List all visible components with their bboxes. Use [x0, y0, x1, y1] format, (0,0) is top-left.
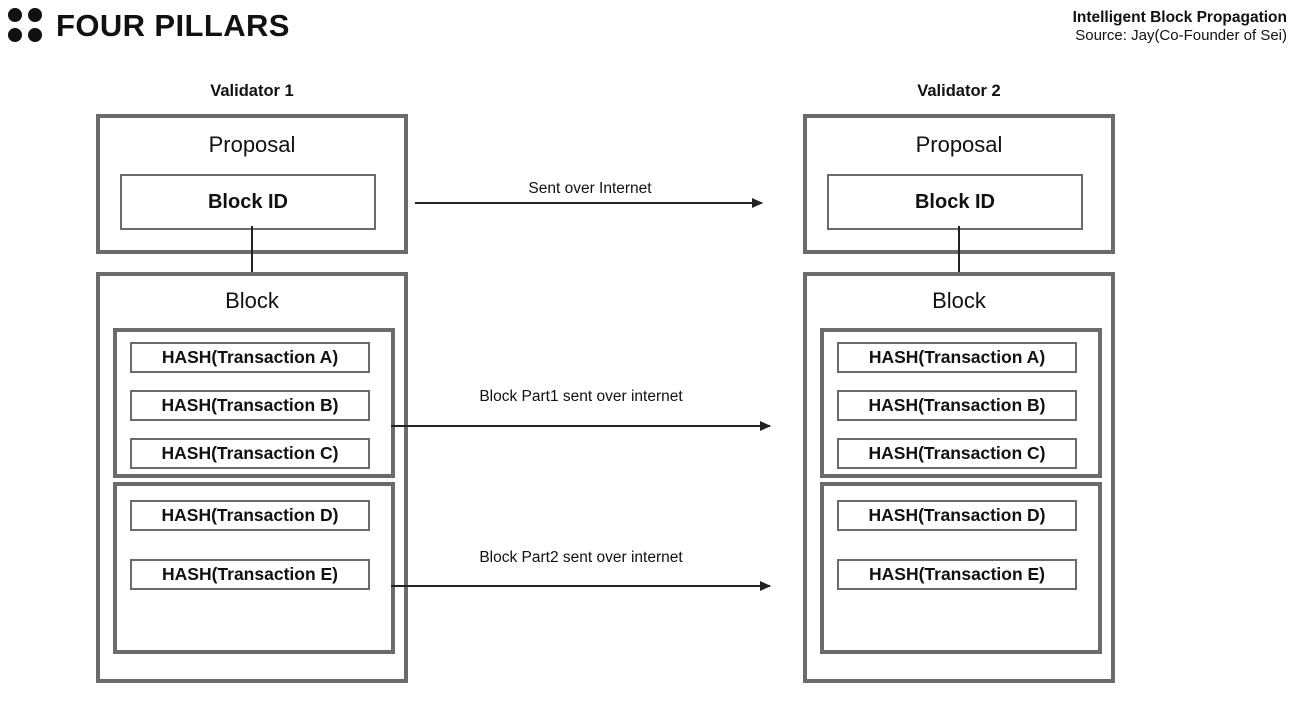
hash-box: HASH(Transaction E) [837, 559, 1077, 590]
brand-name: FOUR PILLARS [56, 7, 290, 43]
hash-label: HASH(Transaction C) [161, 442, 339, 463]
validator-1-proposal-box: Proposal Block ID [96, 114, 408, 254]
hash-box: HASH(Transaction B) [837, 390, 1077, 421]
block-id-label: Block ID [207, 191, 289, 213]
hash-box: HASH(Transaction C) [837, 438, 1077, 469]
validator-2-proposal-box: Proposal Block ID [803, 114, 1115, 254]
block-label: Block [932, 288, 986, 313]
page-source: Source: Jay(Co-Founder of Sei) [1075, 27, 1287, 45]
hash-box: HASH(Transaction E) [130, 559, 370, 590]
validator-2-block-box: Block HASH(Transaction A) HASH(Transacti… [803, 272, 1115, 683]
hash-label: HASH(Transaction A) [161, 346, 339, 367]
hash-label: HASH(Transaction A) [868, 346, 1046, 367]
header-meta: Intelligent Block Propagation Source: Ja… [1073, 8, 1287, 46]
hash-label: HASH(Transaction D) [868, 504, 1046, 525]
hash-label: HASH(Transaction B) [161, 394, 339, 415]
validator-2-proposal-to-block-arrow [954, 226, 964, 287]
validator-1-title: Validator 1 [210, 82, 294, 100]
hash-label: HASH(Transaction E) [869, 563, 1045, 584]
hash-label: HASH(Transaction C) [868, 442, 1046, 463]
hash-box: HASH(Transaction C) [130, 438, 370, 469]
validator-2-title: Validator 2 [917, 82, 1001, 100]
hash-label: HASH(Transaction B) [868, 394, 1046, 415]
part2-arrow [391, 581, 771, 591]
validator-1-proposal-to-block-arrow [247, 226, 257, 287]
hash-box: HASH(Transaction D) [837, 500, 1077, 531]
hash-box: HASH(Transaction B) [130, 390, 370, 421]
validator-1-part-1-group: HASH(Transaction A) HASH(Transaction B) … [113, 328, 395, 478]
brand-logo: FOUR PILLARS [8, 8, 290, 42]
block-label: Block [225, 288, 279, 313]
proposal-label: Proposal [915, 132, 1003, 157]
hash-box: HASH(Transaction D) [130, 500, 370, 531]
four-dots-logo-icon [8, 8, 42, 42]
validator-1-part-2-group: HASH(Transaction D) HASH(Transaction E) [113, 482, 395, 654]
hash-label: HASH(Transaction E) [162, 563, 338, 584]
validator-1-block-id-box: Block ID [120, 174, 376, 230]
part2-arrow-label: Block Part2 sent over internet [479, 549, 683, 566]
hash-box: HASH(Transaction A) [837, 342, 1077, 373]
validator-2-block-id-box: Block ID [827, 174, 1083, 230]
block-id-label: Block ID [914, 191, 996, 213]
proposal-arrow-label: Sent over Internet [528, 180, 652, 197]
page-title: Intelligent Block Propagation [1072, 9, 1287, 26]
validator-2-part-2-group: HASH(Transaction D) HASH(Transaction E) [820, 482, 1102, 654]
validator-1-block-box: Block HASH(Transaction A) HASH(Transacti… [96, 272, 408, 683]
proposal-arrow [415, 198, 763, 208]
hash-label: HASH(Transaction D) [161, 504, 339, 525]
hash-box: HASH(Transaction A) [130, 342, 370, 373]
validator-2-part-1-group: HASH(Transaction A) HASH(Transaction B) … [820, 328, 1102, 478]
part1-arrow-label: Block Part1 sent over internet [479, 388, 683, 405]
part1-arrow [391, 421, 771, 431]
proposal-label: Proposal [208, 132, 296, 157]
